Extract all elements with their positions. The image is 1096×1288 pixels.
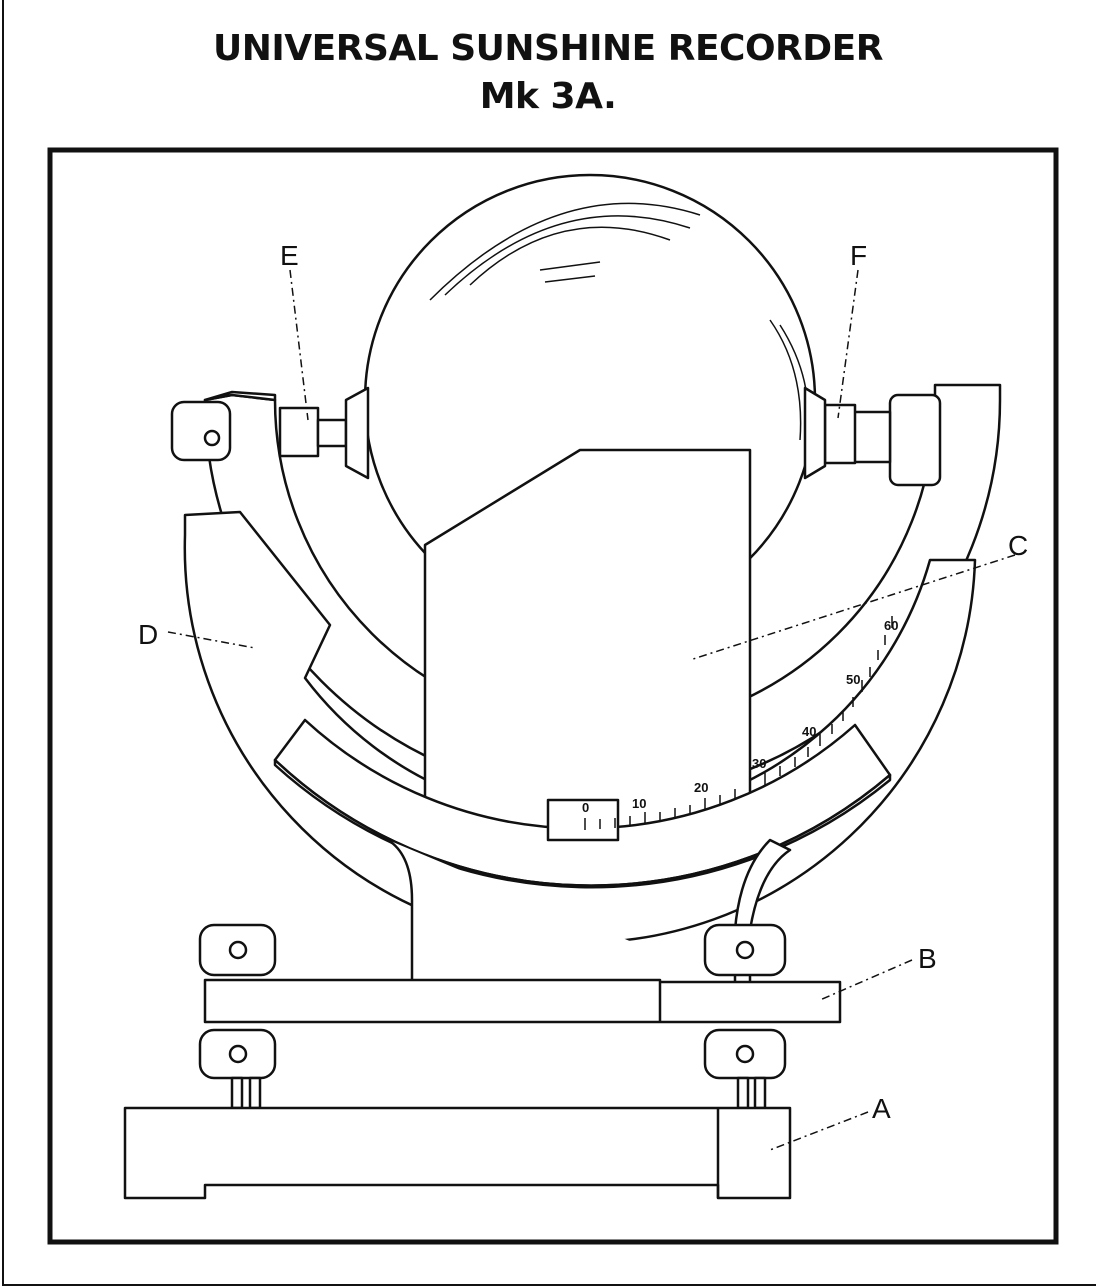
lower-arc-band [273, 758, 892, 889]
leader-lines [167, 269, 1016, 1151]
upper-leveling-screws [198, 923, 787, 977]
scale-number-40: 40 [802, 724, 816, 739]
label-f: F [850, 240, 867, 271]
scale-number-20: 20 [694, 780, 708, 795]
support-column [387, 838, 792, 987]
diagram-frame [47, 147, 1059, 1245]
scale-number-60: 60 [884, 618, 898, 633]
label-e: E [280, 240, 299, 271]
diagram-title: UNIVERSAL SUNSHINE RECORDER [213, 28, 883, 69]
label-d: D [138, 619, 158, 650]
base-a [123, 1106, 792, 1200]
screw-posts [230, 1076, 767, 1110]
scale-number-30: 30 [752, 756, 766, 771]
diagram-subtitle: Mk 3A. [479, 76, 617, 117]
label-a: A [872, 1093, 891, 1124]
label-c: C [1008, 530, 1028, 561]
scale-ticks [584, 616, 893, 830]
adjusting-bar-b [203, 978, 842, 1024]
yoke-left-end [203, 390, 277, 402]
sphere-shading [429, 202, 810, 441]
pivot-e [170, 386, 370, 480]
scale-center-block [546, 798, 620, 842]
pivot-f [803, 386, 942, 487]
scale-number-10: 10 [632, 796, 646, 811]
scale-numbers: 0 10 20 30 40 50 60 [582, 618, 898, 815]
label-b: B [918, 943, 937, 974]
scale-number-50: 50 [846, 672, 860, 687]
scale-number-0: 0 [582, 800, 589, 815]
lower-leveling-screws [198, 1028, 787, 1080]
card-holder-c [423, 448, 752, 832]
